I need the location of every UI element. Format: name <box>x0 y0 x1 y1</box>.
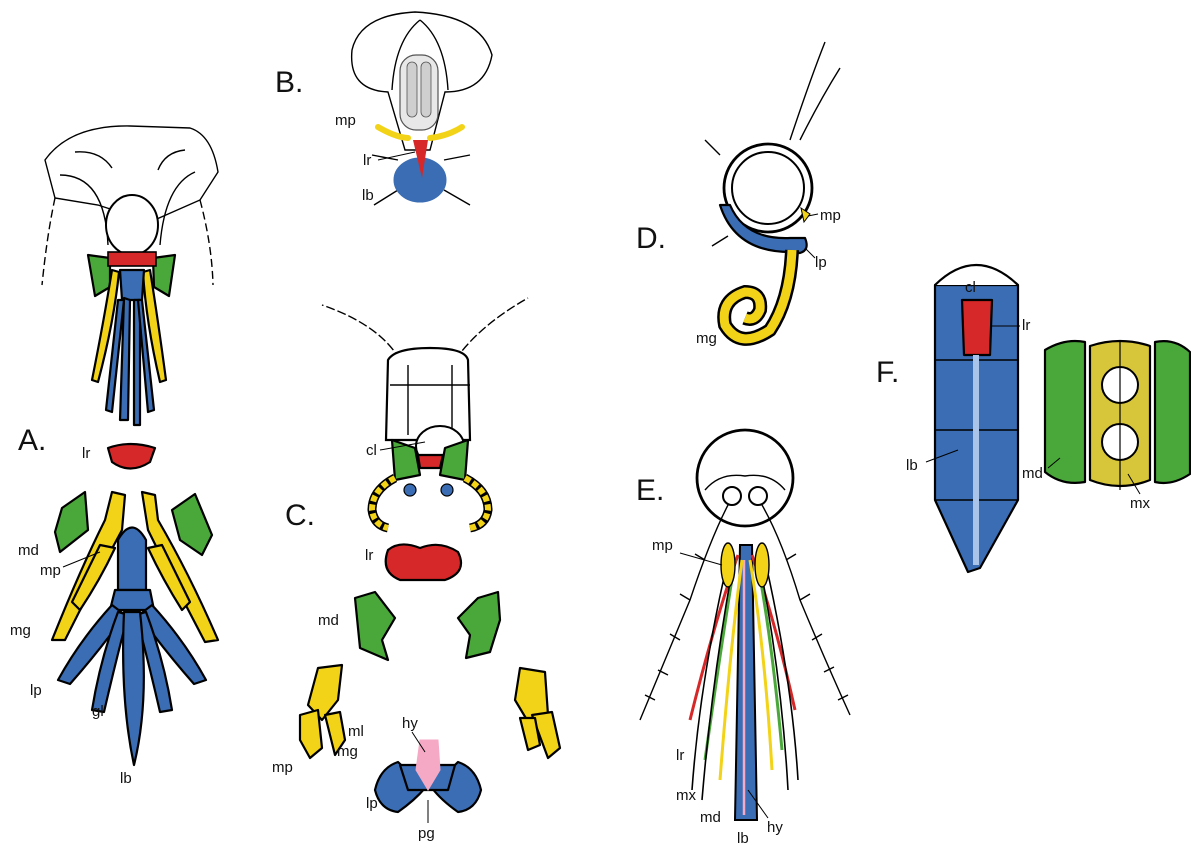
panel-c-label-ml: ml <box>348 723 364 740</box>
panel-a-label-mg: mg <box>10 622 31 639</box>
panel-d-label-lp: lp <box>815 254 827 271</box>
panel-c-maxilla-right <box>515 668 560 758</box>
panel-d-label-mg: mg <box>696 330 717 347</box>
panel-a-label-lr: lr <box>82 445 90 462</box>
panel-a-label-mp: mp <box>40 562 61 579</box>
panel-d-letter: D. <box>636 222 666 255</box>
panel-a: A. <box>10 126 218 787</box>
panel-e: E. mp lr mx <box>636 430 850 847</box>
panel-f-label-md: md <box>1022 465 1043 482</box>
panel-c-label-lr: lr <box>365 547 373 564</box>
panel-e-label-hy: hy <box>767 819 783 836</box>
panel-b-label-lr: lr <box>363 152 371 169</box>
panel-c-head <box>322 298 528 528</box>
panel-b-palp-left <box>378 127 408 138</box>
panel-c: C. <box>272 298 560 842</box>
panel-f-label-lr: lr <box>1022 317 1030 334</box>
panel-c-labrum <box>386 544 461 580</box>
panel-c-letter: C. <box>285 499 315 532</box>
panel-b-label-mp: mp <box>335 112 356 129</box>
panel-a-label-lp: lp <box>30 682 42 699</box>
panel-f-label-cl: cl <box>965 279 976 296</box>
panel-b-label-lb: lb <box>362 187 374 204</box>
panel-e-label-mp: mp <box>652 537 673 554</box>
panel-b-letter: B. <box>275 66 303 99</box>
panel-f-letter: F. <box>876 356 899 389</box>
panel-c-label-mg: mg <box>337 743 358 760</box>
panel-b-fly-head <box>352 12 492 150</box>
panel-e-label-md: md <box>700 809 721 826</box>
panel-a-label-md: md <box>18 542 39 559</box>
panel-e-stylets <box>690 543 798 820</box>
panel-c-label-md: md <box>318 612 339 629</box>
panel-e-letter: E. <box>636 474 664 507</box>
panel-d-label-mp: mp <box>820 207 841 224</box>
panel-f-label-lb: lb <box>906 457 918 474</box>
panel-a-head <box>42 126 218 425</box>
panel-c-mandible-right <box>458 592 500 658</box>
panel-c-label-pg: pg <box>418 825 435 842</box>
panel-b: B. mp lr lb <box>275 12 492 205</box>
panel-c-label-cl: cl <box>366 442 377 459</box>
panel-a-labrum <box>108 444 155 469</box>
panel-a-labium <box>58 528 206 766</box>
panel-d-proboscis <box>724 250 792 339</box>
panel-a-mandible-left <box>55 492 88 552</box>
panel-f-cross-section <box>1045 340 1190 490</box>
panel-c-label-lp: lp <box>366 795 378 812</box>
panel-c-mandible-left <box>355 592 395 660</box>
panel-a-mandible-right <box>172 494 212 555</box>
panel-f-label-mx: mx <box>1130 495 1150 512</box>
panel-e-label-lr: lr <box>676 747 684 764</box>
panel-f: F. cl lr lb md mx <box>876 265 1190 572</box>
panel-a-label-gl: gl <box>92 703 104 720</box>
panel-a-label-lb: lb <box>120 770 132 787</box>
panel-d: D. mp lp mg <box>636 42 841 347</box>
panel-e-label-lb: lb <box>737 830 749 847</box>
panel-a-letter: A. <box>18 424 46 457</box>
panel-f-proboscis <box>935 265 1018 572</box>
panel-c-label-hy: hy <box>402 715 418 732</box>
panel-a-head-labrum <box>108 252 156 266</box>
panel-a-head-mandible-left <box>88 255 110 296</box>
panel-e-label-mx: mx <box>676 787 696 804</box>
panel-c-label-mp: mp <box>272 759 293 776</box>
